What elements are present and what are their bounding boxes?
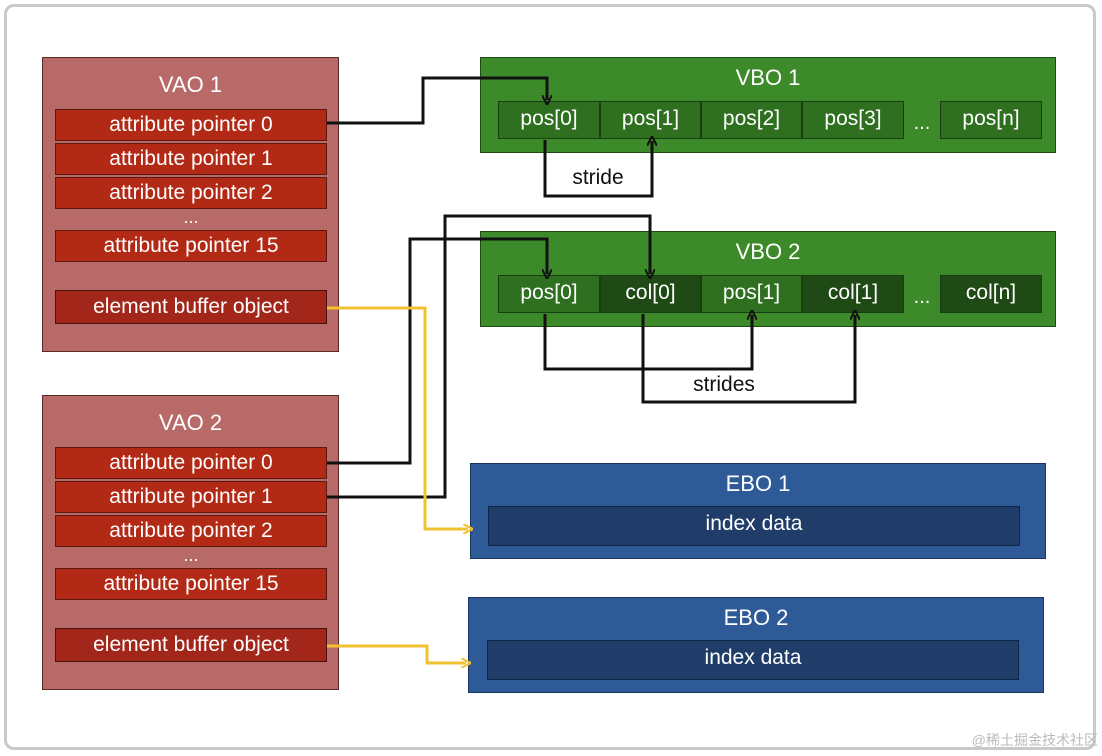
vbo-1-cell-pos-3: pos[3] (802, 101, 904, 139)
vao-1-ellipsis: ... (183, 207, 199, 227)
ebo-2-index-data: index data (487, 640, 1019, 680)
link-vao2-attr1-to-vbo2-col0 (327, 214, 650, 499)
link-vao2-attr0-to-vbo2-pos0 (327, 237, 547, 465)
ebo-2-title: EBO 2 (723, 605, 789, 630)
vao-1-title: VAO 1 (158, 72, 223, 97)
vao-1-attr-pointer-0: attribute pointer 0 (55, 109, 327, 141)
vao-2-attr-pointer-2: attribute pointer 2 (55, 515, 327, 547)
vao-2-element-buffer-object: element buffer object (55, 628, 327, 662)
vao-1-element-buffer-object: element buffer object (55, 290, 327, 324)
vao-2-attr-pointer-1: attribute pointer 1 (55, 481, 327, 513)
ebo-1-index-data: index data (488, 506, 1020, 546)
vao-1-attr-pointer-15: attribute pointer 15 (55, 230, 327, 262)
vbo-1-cell-pos-2: pos[2] (701, 101, 802, 139)
vbo-2-cell-pos-1: pos[1] (701, 275, 802, 313)
link-vao1-attr0-to-vbo1 (327, 76, 547, 125)
vbo-1-title: VBO 1 (735, 65, 801, 90)
vao-2-title: VAO 2 (158, 410, 223, 435)
vbo2-stride-pos-bracket (543, 314, 752, 371)
vbo-2-cell-col-1: col[1] (802, 275, 904, 313)
vbo-2-cell-pos-0: pos[0] (498, 275, 600, 313)
vbo-1-ellipsis: ... (913, 112, 931, 134)
vao-2-attr-pointer-0: attribute pointer 0 (55, 447, 327, 479)
vbo1-stride-bracket (543, 140, 652, 198)
link-vao2-ebo-to-ebo2 (327, 644, 466, 663)
vbo-2-strides-label: strides (676, 373, 772, 399)
vao-2-ellipsis: ... (183, 545, 199, 565)
vbo-1-stride-label: stride (556, 166, 640, 192)
watermark: @稀土掘金技术社区 (971, 732, 1098, 748)
vao-1-attr-pointer-1: attribute pointer 1 (55, 143, 327, 175)
link-vao1-ebo-to-ebo1 (327, 306, 468, 529)
vbo2-stride-col-bracket (641, 314, 855, 404)
vao-2-attr-pointer-15: attribute pointer 15 (55, 568, 327, 600)
vbo-2-cell-col-n: col[n] (940, 275, 1042, 313)
vbo-1-cell-pos-0: pos[0] (498, 101, 600, 139)
vbo-1-cell-pos-1: pos[1] (600, 101, 701, 139)
vbo-1-cell-pos-n: pos[n] (940, 101, 1042, 139)
vbo-2-title: VBO 2 (735, 239, 801, 264)
vao-1-attr-pointer-2: attribute pointer 2 (55, 177, 327, 209)
vbo-2-ellipsis: ... (913, 286, 931, 308)
ebo-1-title: EBO 1 (725, 471, 791, 496)
